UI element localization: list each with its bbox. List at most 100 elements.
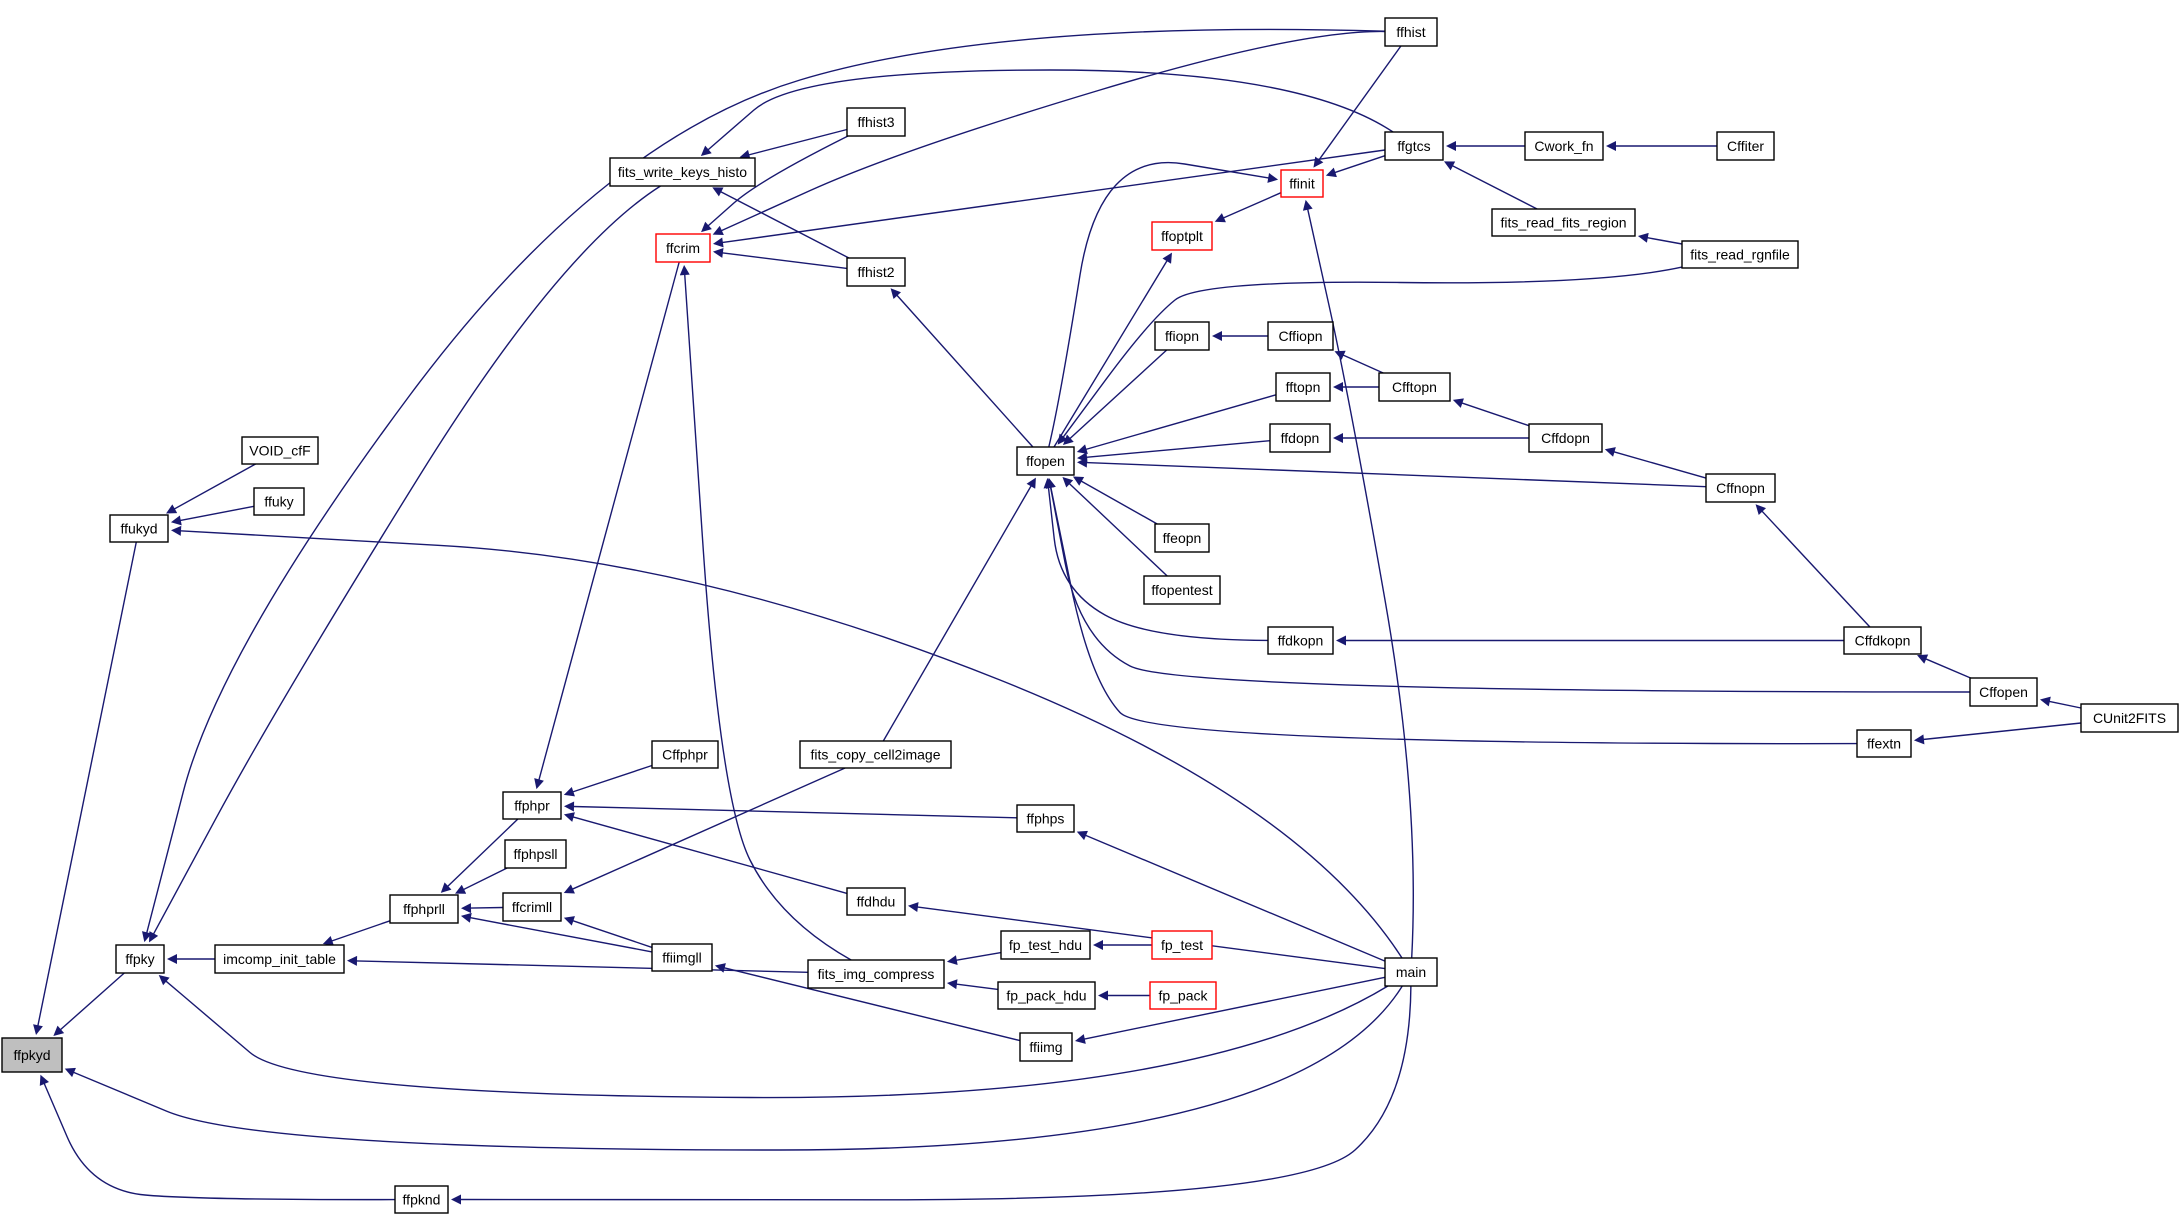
- node-cffiopn[interactable]: Cffiopn: [1267, 321, 1334, 351]
- node-ffiimg[interactable]: ffiimg: [1019, 1032, 1073, 1062]
- node-fppackhdu[interactable]: fp_pack_hdu: [997, 981, 1096, 1010]
- node-box[interactable]: [846, 107, 906, 137]
- node-ffdhdu[interactable]: ffdhdu: [846, 887, 906, 916]
- node-box[interactable]: [1, 1037, 63, 1073]
- node-box[interactable]: [1280, 169, 1324, 198]
- node-ffhist[interactable]: ffhist: [1384, 17, 1438, 47]
- node-box[interactable]: [253, 487, 305, 516]
- node-cffiter[interactable]: Cffiter: [1716, 131, 1775, 161]
- node-ffukyd[interactable]: ffukyd: [109, 514, 169, 543]
- node-ffdkopn[interactable]: ffdkopn: [1267, 626, 1334, 655]
- node-box[interactable]: [389, 894, 459, 924]
- node-fptesthdu[interactable]: fp_test_hdu: [1000, 930, 1091, 960]
- node-ffhist2[interactable]: ffhist2: [846, 257, 906, 287]
- node-ffdopn[interactable]: ffdopn: [1269, 423, 1331, 453]
- node-box[interactable]: [1491, 208, 1636, 237]
- node-box[interactable]: [1143, 575, 1221, 605]
- node-box[interactable]: [1384, 131, 1444, 161]
- node-box[interactable]: [1705, 473, 1776, 503]
- node-cffopen[interactable]: Cffopen: [1969, 677, 2038, 707]
- node-ffphps[interactable]: ffphps: [1016, 804, 1075, 833]
- node-fitsrfr[interactable]: fits_read_fits_region: [1491, 208, 1636, 237]
- node-ffiopn[interactable]: ffiopn: [1154, 321, 1210, 351]
- node-ffcrimll[interactable]: ffcrimll: [502, 892, 562, 922]
- node-box[interactable]: [1151, 221, 1213, 251]
- node-box[interactable]: [1843, 626, 1922, 655]
- node-cfftopn[interactable]: Cfftopn: [1378, 372, 1451, 402]
- node-cunit[interactable]: CUnit2FITS: [2080, 703, 2179, 733]
- node-box[interactable]: [807, 959, 945, 989]
- node-box[interactable]: [1267, 626, 1334, 655]
- node-box[interactable]: [1524, 131, 1604, 161]
- node-box[interactable]: [1716, 131, 1775, 161]
- node-box[interactable]: [1856, 729, 1912, 758]
- node-ffoptplt[interactable]: ffoptplt: [1151, 221, 1213, 251]
- node-box[interactable]: [651, 943, 713, 972]
- node-ffpky[interactable]: ffpky: [115, 944, 165, 974]
- node-box[interactable]: [1149, 981, 1217, 1010]
- node-ffuky[interactable]: ffuky: [253, 487, 305, 516]
- node-cffnopn[interactable]: Cffnopn: [1705, 473, 1776, 503]
- node-ffgtcs[interactable]: ffgtcs: [1384, 131, 1444, 161]
- node-box[interactable]: [109, 514, 169, 543]
- node-box[interactable]: [1384, 957, 1438, 987]
- node-box[interactable]: [502, 791, 562, 820]
- node-box[interactable]: [1275, 372, 1331, 402]
- node-box[interactable]: [846, 257, 906, 287]
- node-box[interactable]: [1269, 423, 1331, 453]
- node-ffphprll[interactable]: ffphprll: [389, 894, 459, 924]
- node-ffphpsll[interactable]: ffphpsll: [504, 839, 567, 869]
- node-cffdopn[interactable]: Cffdopn: [1528, 423, 1603, 453]
- node-box[interactable]: [241, 436, 319, 465]
- node-box[interactable]: [1016, 446, 1075, 476]
- node-box[interactable]: [394, 1185, 449, 1214]
- node-ffeopn[interactable]: ffeopn: [1154, 523, 1210, 553]
- node-box[interactable]: [1384, 17, 1438, 47]
- node-box[interactable]: [1681, 240, 1799, 269]
- node-imcomp[interactable]: imcomp_init_table: [214, 944, 345, 974]
- node-box[interactable]: [655, 233, 711, 263]
- node-box[interactable]: [651, 740, 719, 769]
- node-box[interactable]: [1378, 372, 1451, 402]
- node-box[interactable]: [609, 157, 756, 187]
- node-ffopen[interactable]: ffopen: [1016, 446, 1075, 476]
- node-box[interactable]: [799, 740, 952, 769]
- node-box[interactable]: [1154, 321, 1210, 351]
- node-box[interactable]: [1019, 1032, 1073, 1062]
- node-box[interactable]: [1154, 523, 1210, 553]
- node-ffiimgll[interactable]: ffiimgll: [651, 943, 713, 972]
- node-fptest[interactable]: fp_test: [1151, 930, 1213, 960]
- node-ffphpr[interactable]: ffphpr: [502, 791, 562, 820]
- node-box[interactable]: [2080, 703, 2179, 733]
- node-box[interactable]: [1016, 804, 1075, 833]
- node-ffextn[interactable]: ffextn: [1856, 729, 1912, 758]
- node-cffdkopn[interactable]: Cffdkopn: [1843, 626, 1922, 655]
- node-ffhist3[interactable]: ffhist3: [846, 107, 906, 137]
- node-fitsimg[interactable]: fits_img_compress: [807, 959, 945, 989]
- node-ffinit[interactable]: ffinit: [1280, 169, 1324, 198]
- node-box[interactable]: [1000, 930, 1091, 960]
- node-box[interactable]: [504, 839, 567, 869]
- node-box[interactable]: [1151, 930, 1213, 960]
- node-box[interactable]: [502, 892, 562, 922]
- node-fppack[interactable]: fp_pack: [1149, 981, 1217, 1010]
- node-ffopentest[interactable]: ffopentest: [1143, 575, 1221, 605]
- node-box[interactable]: [115, 944, 165, 974]
- node-box[interactable]: [1969, 677, 2038, 707]
- node-voidcf[interactable]: VOID_cfF: [241, 436, 319, 465]
- node-fitswk[interactable]: fits_write_keys_histo: [609, 157, 756, 187]
- node-cffphpr[interactable]: Cffphpr: [651, 740, 719, 769]
- node-box[interactable]: [846, 887, 906, 916]
- node-main[interactable]: main: [1384, 957, 1438, 987]
- node-fitscopy[interactable]: fits_copy_cell2image: [799, 740, 952, 769]
- node-box[interactable]: [997, 981, 1096, 1010]
- node-box[interactable]: [1528, 423, 1603, 453]
- node-fftopn[interactable]: fftopn: [1275, 372, 1331, 402]
- node-ffcrim[interactable]: ffcrim: [655, 233, 711, 263]
- node-fitsrrf[interactable]: fits_read_rgnfile: [1681, 240, 1799, 269]
- node-cworkfn[interactable]: Cwork_fn: [1524, 131, 1604, 161]
- node-box[interactable]: [214, 944, 345, 974]
- node-ffpknd[interactable]: ffpknd: [394, 1185, 449, 1214]
- node-ffpkyd[interactable]: ffpkyd: [1, 1037, 63, 1073]
- node-box[interactable]: [1267, 321, 1334, 351]
